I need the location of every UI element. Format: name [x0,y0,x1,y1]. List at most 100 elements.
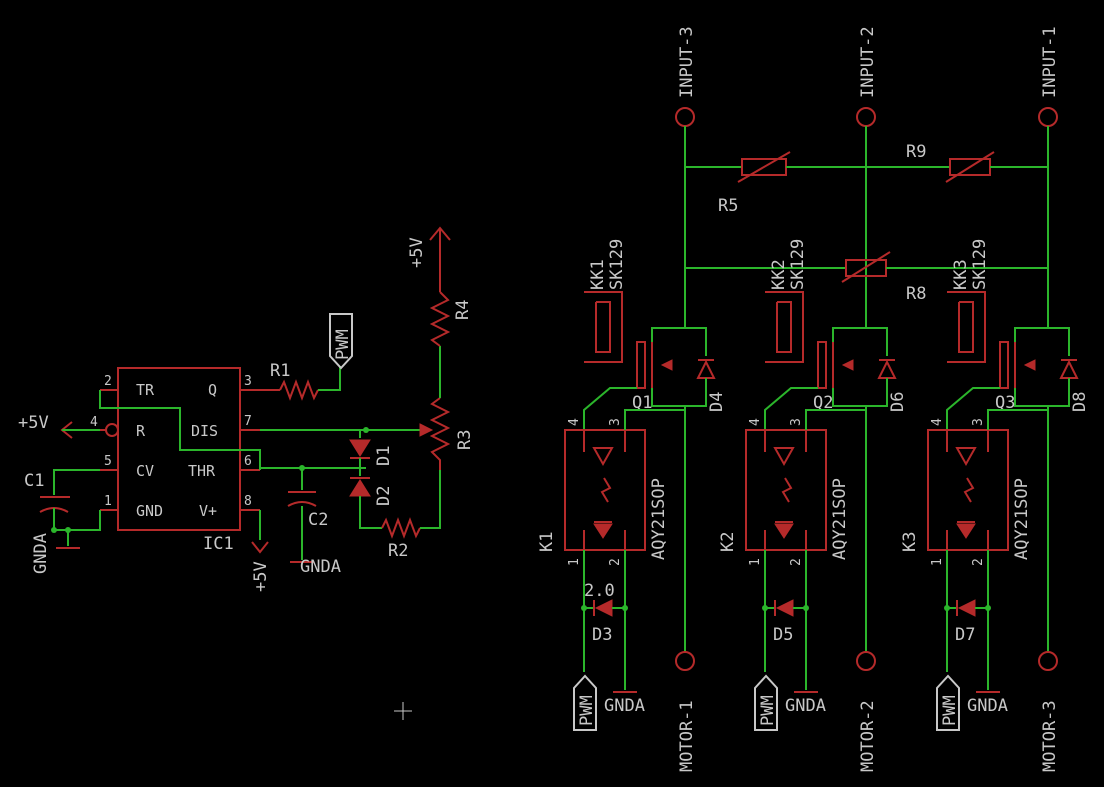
net-gnd-c1 [53,508,101,531]
pwm-tag [936,674,960,731]
input2-terminal[interactable] [856,107,876,127]
fet-diode-body [696,359,716,379]
opto-pin1-num: 1 [748,558,763,566]
opto-pin4-num: 4 [930,418,945,426]
d1-label: D1 [374,446,394,466]
diode-body [775,599,794,617]
r3-wiper [419,423,434,437]
net-r1-pwm [318,366,341,391]
r8-var [841,251,891,283]
d1-body [349,439,371,457]
fet-diode-label: D4 [707,392,727,412]
opto-pin2-num: 2 [789,558,804,566]
fet-arrow [1023,359,1036,371]
net-fet-src2 [832,388,866,407]
gnda-c1-label: GNDA [31,533,51,574]
fet-gate [817,341,827,389]
opto-led [774,523,794,539]
pwm-timer-label: PWM [333,329,353,360]
motor-label: MOTOR-3 [1040,700,1060,772]
pin-num-7: 7 [244,414,252,429]
net-fet-diode [685,327,707,356]
c2-label: C2 [308,510,328,530]
net-opto-out [624,409,685,430]
pin-num-8: 8 [244,494,252,509]
opto-det [773,447,795,467]
relay-label: KK3 [951,259,971,290]
opto-body [927,429,1009,551]
opto-bolt [600,477,612,503]
opto-pin4-num: 4 [748,418,763,426]
pin4-bubble [105,423,119,437]
r5-var [737,151,791,183]
diode-body [594,599,613,617]
opto-led [593,523,613,539]
net-cv [53,469,100,495]
input2-label: INPUT-2 [858,26,878,98]
relay-symbol [584,291,623,363]
fet-arrow [841,359,854,371]
diode-label: D3 [592,625,612,645]
pin-name-q: Q [208,381,217,399]
opto-pin2-num: 2 [608,558,623,566]
opto-part-label: AQY21SOP [830,478,850,560]
diode-value: 2.0 [584,581,615,601]
pin-name-cv: CV [136,462,154,480]
diode-junction-a [762,605,768,611]
fet-diode-body [877,359,897,379]
motor-label: MOTOR-1 [677,700,697,772]
vcc-top-arrow [429,226,451,241]
pin-num-5: 5 [104,454,112,469]
opto-body [745,429,827,551]
opto-part-label: AQY21SOP [649,478,669,560]
opto-pin3-num: 3 [608,418,623,426]
pin-name-gnd: GND [136,502,163,520]
net-fet-drain [1014,327,1048,342]
input3-label: INPUT-3 [677,26,697,98]
r4-body [429,291,451,347]
pwm-label: PWM [758,695,778,726]
d2-label: D2 [374,486,394,506]
pin-num-3: 3 [244,374,252,389]
pin-name-vplus: V+ [199,502,217,520]
net-gate-opto [583,387,637,430]
pin-name-dis: DIS [191,422,218,440]
vcc-top-label: +5V [407,237,427,268]
input3-terminal[interactable] [675,107,695,127]
d2-body [349,479,371,497]
ic1-label: IC1 [203,534,234,554]
gnd-label: GNDA [967,696,1008,716]
net-fet-src2 [651,388,685,407]
c1-label: C1 [24,471,44,491]
opto-label: K2 [718,532,738,552]
opto-part-label: AQY21SOP [1012,478,1032,560]
relay-symbol [947,291,986,363]
pin-num-1: 1 [104,494,112,509]
r5-label: R5 [718,196,738,216]
opto-pin2-num: 2 [971,558,986,566]
diode-junction-a [581,605,587,611]
input1-label: INPUT-1 [1040,26,1060,98]
motor-terminal[interactable] [856,651,876,671]
net-tr-thr [99,390,261,470]
input1-terminal[interactable] [1038,107,1058,127]
net-fet-source [1048,378,1070,407]
pwm-tag [573,674,597,731]
relay-part-label: SK129 [970,239,990,290]
relay-symbol [765,291,804,363]
opto-det [955,447,977,467]
pin-name-tr: TR [136,381,155,399]
opto-label: K1 [537,532,557,552]
motor-terminal[interactable] [1038,651,1058,671]
pin-num-4: 4 [90,415,98,430]
net-r2-r3 [420,470,441,529]
input-section: INPUT-3 INPUT-2 INPUT-1 R5 R9 R8 [675,26,1060,328]
motor-terminal[interactable] [675,651,695,671]
relay-part-label: SK129 [607,239,627,290]
motor-label: MOTOR-2 [858,700,878,772]
net-opto-out [987,409,1048,430]
fet-diode-label: D8 [1070,392,1090,412]
r3-body [429,397,451,470]
